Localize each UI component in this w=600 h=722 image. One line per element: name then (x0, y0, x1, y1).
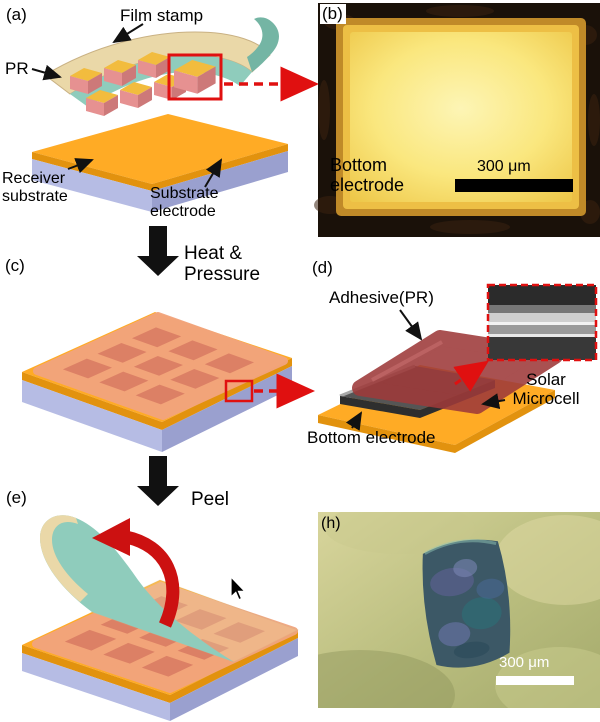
panel-a-label: (a) (6, 5, 27, 24)
pr-highlight-box (167, 53, 223, 101)
electrode-pad-center (350, 32, 572, 202)
heat-pressure-arrow (137, 226, 179, 276)
pr-label: PR (5, 59, 29, 78)
film-stamp-label: Film stamp (120, 6, 204, 25)
a-leader-arrows (31, 23, 223, 188)
adhesive-sheet-highlight (371, 340, 443, 382)
peel-label: Peel (191, 489, 230, 510)
solar-microcell-label: Solar Microcell (512, 370, 580, 409)
peel-step-arrow (137, 456, 179, 506)
b-scale-label: 300 μm (477, 158, 531, 175)
d-leader-arrows (345, 309, 506, 431)
mouse-cursor (230, 575, 247, 601)
stamp-peeling-sheet (40, 515, 234, 662)
peeled-flake (422, 539, 511, 668)
embedded-cells (62, 327, 254, 405)
panel-a-illustration (31, 17, 319, 212)
substrate-electrode-label: Substrate electrode (150, 185, 219, 220)
receiver-substrate-label: Receiver substrate (2, 170, 68, 205)
panel-h-label: (h) (321, 515, 341, 532)
sem-inset (486, 283, 598, 362)
panel-c-label: (c) (5, 256, 25, 275)
panel-d-label: (d) (312, 258, 333, 277)
panel-e-label: (e) (6, 488, 27, 507)
heat-pressure-label: Heat & Pressure (184, 243, 261, 286)
peel-direction-arrow (92, 518, 180, 628)
c-highlight-box (224, 379, 254, 403)
b-bottom-electrode-label: Bottom electrode (330, 155, 405, 196)
b-scale-bar (455, 179, 573, 192)
peeled-cell-micrograph (318, 512, 600, 708)
peeled-stack-3d (22, 515, 300, 721)
electrode-micrograph (314, 3, 600, 237)
h-scale-label: 300 μm (499, 654, 550, 671)
stamp-peeling-outer-face (40, 515, 88, 602)
laminated-stack-3d (22, 312, 315, 452)
d-bottom-electrode-label: Bottom electrode (307, 428, 436, 447)
panel-b-label: (b) (320, 4, 346, 24)
d-inset-dashed-arrow (453, 360, 489, 392)
panel-d-illustration (318, 283, 598, 453)
h-scale-bar (496, 676, 574, 685)
adhesive-label: Adhesive(PR) (329, 288, 434, 307)
